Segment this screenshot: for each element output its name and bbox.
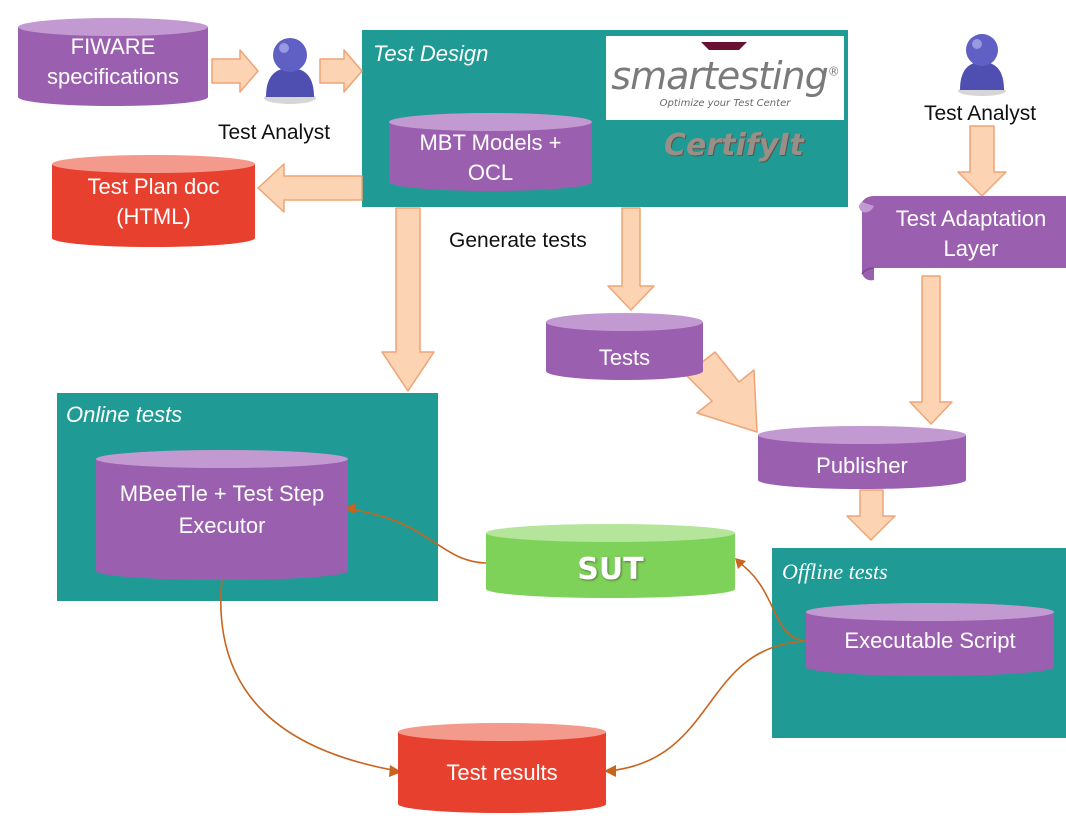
- certifyit-logo: CertifyIt: [664, 128, 804, 163]
- test-plan-cylinder: [52, 155, 255, 247]
- connector-mbeetle-results: [220, 577, 399, 772]
- smartesting-tagline: Optimize your Test Center: [659, 98, 791, 109]
- arrowhead-results-left: [389, 765, 402, 777]
- publisher-cylinder: [758, 426, 966, 489]
- registered-mark: ®: [827, 64, 840, 79]
- tests-label: Tests: [598, 345, 651, 370]
- executable-script-cylinder: [806, 603, 1054, 676]
- smartesting-wordmark: smartesting: [611, 54, 828, 98]
- arrow-analyst-to-design: [319, 49, 363, 93]
- arrow-publisher-to-offline: [846, 489, 896, 541]
- online-tests-title: Online tests: [66, 402, 183, 427]
- arrow-adaptation-to-publisher: [909, 275, 953, 425]
- arrow-analyst-to-adaptation: [957, 125, 1007, 197]
- executable-script-label: Executable Script: [844, 628, 1016, 653]
- connector-executable-results: [607, 640, 809, 772]
- arrow-design-to-tests: [607, 207, 655, 311]
- test-analyst-right-label: Test Analyst: [924, 102, 1037, 125]
- fiware-specs-cylinder: [18, 18, 208, 106]
- smartesting-logo: smartesting® Optimize your Test Center: [606, 36, 844, 120]
- arrow-design-to-online: [381, 207, 435, 392]
- connector-executable-sut: [736, 560, 809, 642]
- test-results-cylinder: [398, 723, 606, 813]
- arrow-tests-to-publisher: [685, 351, 758, 433]
- mbt-models-cylinder: [389, 113, 592, 191]
- person-icon-left: [264, 38, 316, 104]
- offline-tests-title: Offline tests: [782, 559, 888, 584]
- arrow-design-to-testplan: [257, 163, 363, 213]
- smartesting-mark-icon: [701, 42, 747, 50]
- mbt-models-label: MBT Models + OCL: [419, 130, 562, 185]
- generate-tests-label: Generate tests: [449, 229, 587, 252]
- arrowhead-mbeetle: [344, 503, 356, 514]
- tests-cylinder: [546, 313, 703, 380]
- test-adaptation-scroll: [859, 196, 1066, 281]
- arrow-specs-to-analyst: [211, 49, 259, 93]
- arrowhead-results-right: [604, 765, 616, 777]
- mbeetle-cylinder: [96, 450, 348, 580]
- test-adaptation-label: Test Adaptation Layer: [895, 206, 1047, 261]
- sut-cylinder: [486, 524, 735, 598]
- connector-sut-mbeetle: [347, 508, 487, 564]
- fiware-specs-label: FIWARE specifications: [46, 34, 180, 89]
- arrowhead-sut: [735, 558, 746, 569]
- mbeetle-label: MBeeTle + Test Step Executor: [119, 481, 325, 538]
- sut-label: SUT: [577, 552, 644, 587]
- test-design-title: Test Design: [373, 41, 489, 66]
- test-analyst-left-label: Test Analyst: [218, 121, 331, 144]
- test-plan-label: Test Plan doc (HTML): [87, 174, 220, 229]
- test-results-label: Test results: [446, 760, 558, 785]
- publisher-label: Publisher: [816, 453, 908, 478]
- person-icon-right: [958, 34, 1006, 96]
